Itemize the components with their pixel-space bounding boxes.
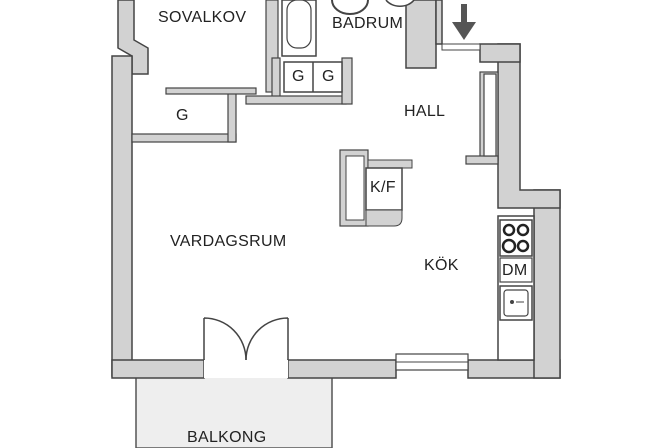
dishwasher-box: [499, 257, 533, 283]
closet-label-g: G: [176, 107, 189, 124]
stove-icon: [499, 219, 533, 257]
closet-label-g2: G: [292, 68, 305, 85]
dishwasher-label: DM: [502, 262, 528, 279]
closet-label-g3: G: [322, 68, 335, 85]
sink-icon: [499, 285, 533, 321]
arrow-down-icon: [452, 4, 476, 40]
room-label-sovalkov: SOVALKOV: [158, 9, 247, 26]
bathroom-sink: [385, 0, 415, 7]
bathtub: [281, 0, 317, 57]
room-label-hall: HALL: [404, 103, 446, 120]
balcony-doors: [203, 317, 289, 378]
room-label-badrum: BADRUM: [332, 15, 404, 32]
hall-wardrobe: [483, 73, 497, 157]
outer-walls: [111, 0, 561, 379]
window-bottom: [395, 353, 469, 371]
entrance-door: [441, 43, 481, 51]
closet-pair: [283, 61, 343, 93]
room-label-balkong: BALKONG: [187, 429, 267, 446]
room-label-kok: KÖK: [424, 257, 459, 274]
balcony-area: [135, 375, 333, 448]
fridge-label: K/F: [370, 179, 396, 196]
room-label-vardagsrum: VARDAGSRUM: [170, 233, 287, 250]
fridge-unit: [339, 149, 413, 227]
toilet: [331, 0, 369, 15]
